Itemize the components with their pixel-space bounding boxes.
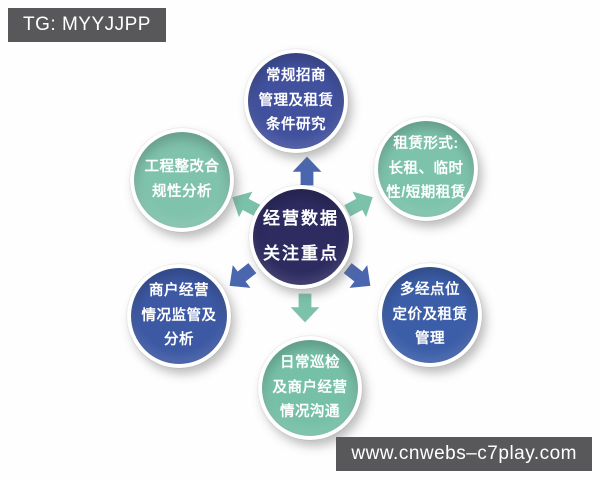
node-top-circle: 常规招商 管理及租赁 条件研究 <box>244 49 348 153</box>
node-text-line: 工程整改合 <box>144 159 220 176</box>
website-watermark-badge: www.cnwebs–c7play.com <box>336 437 592 471</box>
node-text-line: 规性分析 <box>152 184 212 200</box>
node-text-line: 多经点位 <box>400 281 460 298</box>
node-text-line: 管理及租赁 <box>258 92 334 109</box>
hub-text-line: 经营数据 <box>263 209 339 229</box>
arrow-down-right-icon <box>337 255 382 300</box>
node-bottom-circle: 日常巡检 及商户经营 情况沟通 <box>258 336 362 440</box>
hub-text-line: 关注重点 <box>263 244 339 263</box>
node-text-line: 定价及租赁 <box>392 306 468 323</box>
node-text-line: 商户经营 <box>149 282 209 299</box>
hub-circle: 经营数据 关注重点 <box>249 185 353 289</box>
node-bottom-right-circle: 多经点位 定价及租赁 管理 <box>378 263 482 367</box>
telegram-watermark-badge: TG: MYYJJPP <box>8 8 166 42</box>
node-text-line: 常规招商 <box>266 67 326 84</box>
node-text-line: 情况沟通 <box>280 404 340 421</box>
node-bottom-left-circle: 商户经营 情况监管及 分析 <box>127 264 231 368</box>
arrow-up-icon <box>291 155 323 187</box>
node-text-line: 长租、临时 <box>388 160 464 177</box>
node-top-right-circle: 租赁形式: 长租、临时 性/短期租赁 <box>374 117 478 221</box>
node-text-line: 及商户经营 <box>272 379 348 396</box>
node-text-line: 情况监管及 <box>141 307 217 324</box>
node-text-line: 性/短期租赁 <box>386 185 466 202</box>
arrow-down-icon <box>289 292 321 324</box>
arrow-up-right-icon <box>338 182 381 225</box>
arrow-down-left-icon <box>219 255 264 300</box>
node-top-left-circle: 工程整改合 规性分析 <box>130 128 234 232</box>
node-text-line: 管理 <box>415 331 445 348</box>
node-text-line: 分析 <box>164 332 194 349</box>
node-text-line: 租赁形式: <box>393 135 459 152</box>
arrow-up-left-icon <box>223 182 266 225</box>
node-text-line: 条件研究 <box>266 117 326 134</box>
node-text-line: 日常巡检 <box>280 354 340 371</box>
